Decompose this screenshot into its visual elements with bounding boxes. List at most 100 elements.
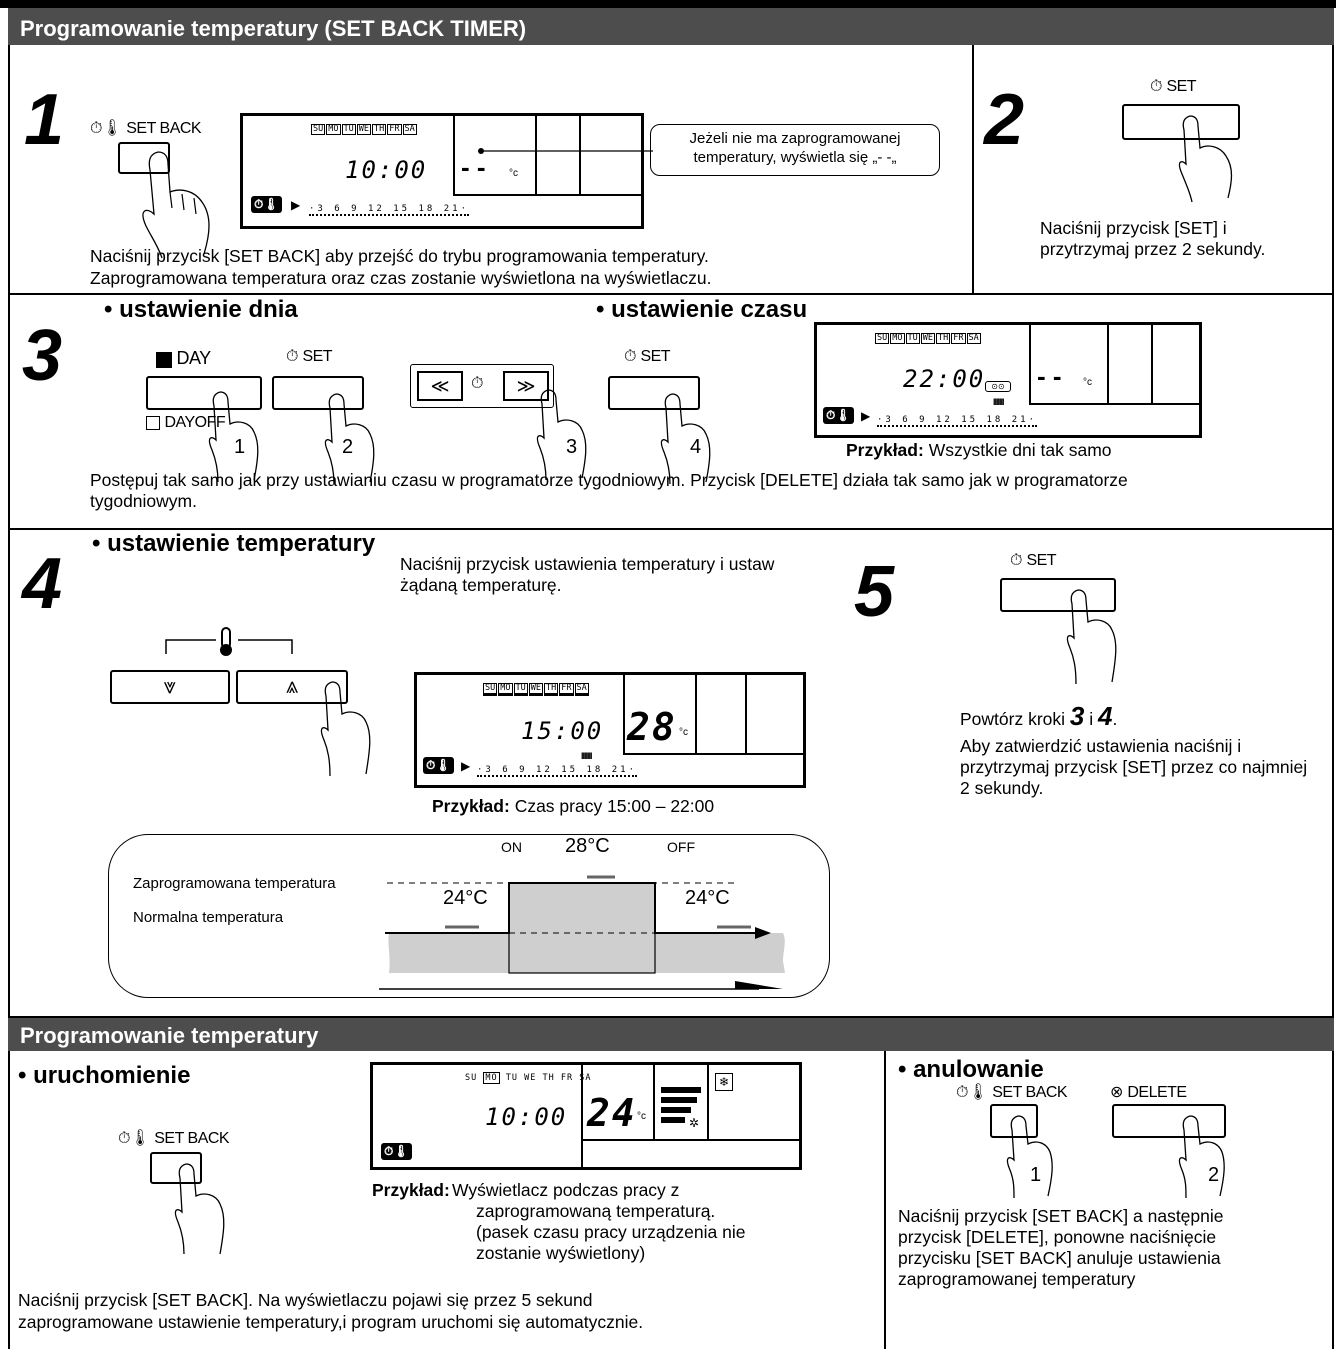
label-off: OFF bbox=[667, 839, 695, 855]
start-setback-button-group: ⏱🌡 SET BACK bbox=[118, 1130, 230, 1147]
callout-no-temp: Jeżeli nie ma zaprogramowanej temperatur… bbox=[650, 124, 940, 176]
step3-example: Przykład: Wszystkie dni tak samo bbox=[846, 440, 1112, 460]
set-button-s3a[interactable] bbox=[272, 376, 364, 410]
step-5-number: 5 bbox=[854, 552, 895, 632]
set-button-s2[interactable] bbox=[1122, 104, 1240, 140]
setback-button[interactable] bbox=[118, 142, 170, 174]
delete-icon: ⊗ bbox=[1110, 1084, 1123, 1101]
finger-number-2: 2 bbox=[342, 436, 354, 458]
pointing-hand-icon bbox=[208, 391, 259, 483]
heading-day-setting: • ustawienie dnia bbox=[104, 296, 298, 323]
setback-button-label: SET BACK bbox=[126, 120, 202, 137]
divider-step1-2 bbox=[972, 45, 974, 295]
clock-icon: ⏱ bbox=[1150, 78, 1162, 95]
pointing-hand-icon bbox=[142, 151, 210, 259]
heading-temp-setting: • ustawienie temperatury bbox=[92, 530, 376, 557]
top-rule bbox=[0, 0, 1336, 8]
start-setback-button[interactable] bbox=[150, 1152, 202, 1184]
dayoff-icon bbox=[146, 415, 160, 430]
bottom-example: Przykład: bbox=[372, 1180, 450, 1200]
set-button-group-s2: ⏱ SET bbox=[1150, 78, 1197, 96]
step2-desc: Naciśnij przycisk [SET] i przytrzymaj pr… bbox=[1040, 218, 1266, 259]
lcd-temp-dashes: - - bbox=[461, 152, 486, 182]
step5-repeat: Powtórz kroki 3 i 4. bbox=[960, 701, 1118, 731]
delete-button-group: ⊗ DELETE bbox=[1110, 1084, 1187, 1101]
pointing-hand-icon bbox=[174, 1163, 225, 1255]
time-forward-button[interactable]: ≫ bbox=[503, 371, 549, 401]
clock-icon: ⏱ bbox=[624, 348, 636, 365]
set-button-s3b[interactable] bbox=[608, 376, 700, 410]
step4-desc: Naciśnij przycisk ustawienia temperatury… bbox=[400, 554, 775, 595]
lcd-temp: 24 bbox=[587, 1091, 637, 1135]
temp-down-button[interactable]: ⩔ bbox=[110, 670, 230, 704]
dayoff-group: DAYOFF bbox=[146, 414, 226, 432]
svg-text:✲: ✲ bbox=[689, 1116, 699, 1130]
pointing-hand-icon bbox=[324, 393, 375, 485]
section-title-setback-timer: Programowanie temperatury (SET BACK TIME… bbox=[8, 8, 1334, 45]
set-button-s5[interactable] bbox=[1000, 578, 1116, 612]
setback-button-group: ⏱🌡 SET BACK bbox=[90, 118, 202, 138]
setback-icon: ⏱🌡 bbox=[381, 1143, 412, 1160]
finger-number-4: 4 bbox=[690, 436, 702, 458]
clock-thermo-icon: ⏱🌡 bbox=[118, 1130, 150, 1147]
label-normal-temp: Normalna temperatura bbox=[133, 909, 284, 926]
temp-up-button[interactable]: ⩓ bbox=[236, 670, 348, 704]
cancel-number-2: 2 bbox=[1208, 1164, 1220, 1186]
thermometer-bracket bbox=[165, 626, 293, 656]
lcd-days: SU MO TU WE TH FR SA bbox=[465, 1072, 592, 1084]
label-normal-right: 24°C bbox=[685, 887, 730, 909]
lcd-time: 10:00 bbox=[485, 1103, 568, 1131]
clock-icon: ⏱ bbox=[286, 348, 298, 365]
lcd-timeline: ·3 6 9 12 15 18 21· bbox=[309, 204, 470, 216]
pointing-hand-icon bbox=[536, 389, 587, 481]
time-arrow-group: ≪ ⏱ ≫ bbox=[410, 364, 554, 408]
heading-start: • uruchomienie bbox=[18, 1062, 191, 1089]
step5-desc: Aby zatwierdzić ustawienia naciśnij i pr… bbox=[960, 736, 1308, 798]
start-desc-line2: zaprogramowane ustawienie temperatury,i … bbox=[18, 1312, 644, 1332]
start-desc-line1: Naciśnij przycisk [SET BACK]. Na wyświet… bbox=[18, 1290, 593, 1310]
temp-schedule-diagram: Zaprogramowana temperatura Normalna temp… bbox=[108, 834, 830, 998]
lcd-time: 15:00 bbox=[521, 717, 604, 745]
label-programmed-temp: Zaprogramowana temperatura bbox=[133, 875, 336, 892]
cool-mode-icon: ❄ bbox=[715, 1073, 733, 1091]
cancel-desc: Naciśnij przycisk [SET BACK] a następnie… bbox=[898, 1206, 1224, 1289]
step-2-number: 2 bbox=[984, 80, 1025, 160]
setback-icon: ⏱🌡 bbox=[823, 407, 854, 424]
lcd-timeline: ·3 6 9 12 15 18 21· bbox=[877, 415, 1038, 427]
pointing-hand-icon bbox=[1066, 589, 1117, 685]
divider-step3-4 bbox=[8, 528, 1334, 530]
divider-step1-3 bbox=[8, 293, 1334, 295]
callout-leader bbox=[478, 148, 653, 154]
lcd-time: 10:00 bbox=[345, 156, 428, 184]
cancel-setback-button-group: ⏱🌡 SET BACK bbox=[956, 1084, 1068, 1101]
left-border bbox=[8, 45, 10, 1349]
bottom-example-text: Wyświetlacz podczas pracy z zaprogramowa… bbox=[452, 1180, 746, 1263]
set-button-label: SET bbox=[1166, 78, 1197, 95]
time-back-button[interactable]: ≪ bbox=[417, 371, 463, 401]
day-button[interactable] bbox=[146, 376, 262, 410]
pointing-hand-icon bbox=[1178, 115, 1233, 203]
cancel-setback-button[interactable] bbox=[990, 1104, 1038, 1138]
fan-speed-icon: ✲ bbox=[661, 1087, 701, 1130]
set-button-group-s5: ⏱ SET bbox=[1010, 552, 1057, 569]
delete-button[interactable] bbox=[1112, 1104, 1226, 1138]
heading-time-setting: • ustawienie czasu bbox=[596, 296, 808, 323]
heading-cancel: • anulowanie bbox=[898, 1056, 1044, 1083]
label-set-temp: 28°C bbox=[565, 835, 610, 857]
setback-icon: ⏱🌡 bbox=[251, 196, 282, 213]
pointing-hand-icon bbox=[320, 681, 371, 777]
step-1-number: 1 bbox=[24, 80, 65, 160]
clock-icon: ⏱ bbox=[1010, 552, 1022, 569]
pointing-hand-icon bbox=[660, 393, 711, 485]
clock-thermo-icon: ⏱🌡 bbox=[956, 1084, 988, 1101]
divider-bottom bbox=[8, 1016, 1334, 1018]
finger-number-1: 1 bbox=[234, 436, 246, 458]
lcd-timeline: ·3 6 9 12 15 18 21· bbox=[477, 765, 638, 777]
clock-icon: ⏱ bbox=[471, 375, 484, 392]
lcd-display-running: SU MO TU WE TH FR SA 10:00 24 °c ✲ ❄ ⏱🌡 bbox=[370, 1062, 802, 1170]
step-3-number: 3 bbox=[22, 316, 63, 396]
finger-number-3: 3 bbox=[566, 436, 578, 458]
